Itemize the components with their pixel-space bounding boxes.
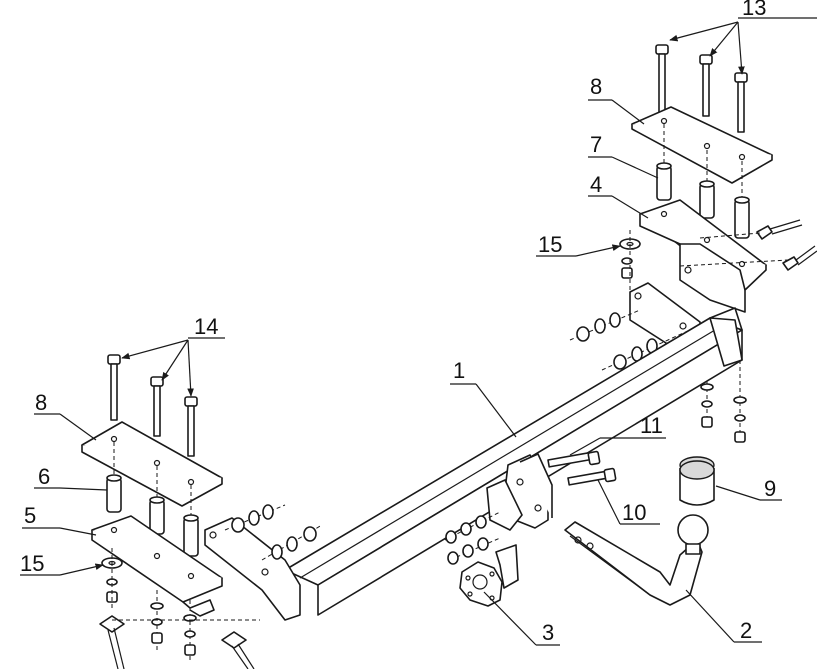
callout-14: 14 [194, 314, 218, 339]
callout-6: 6 [38, 464, 50, 489]
callout-2: 2 [740, 618, 752, 643]
callout-8-right: 8 [590, 74, 602, 99]
bolts-14-group [107, 354, 198, 457]
socket-plate-3 [459, 544, 519, 607]
side-bolts-right [679, 219, 817, 271]
bolts-13-group [655, 44, 748, 133]
callout-9: 9 [764, 476, 776, 501]
callout-1: 1 [453, 358, 465, 383]
bracket-4-right [639, 199, 767, 313]
callout-8-left: 8 [35, 390, 47, 415]
callout-3: 3 [542, 620, 554, 645]
side-bolts-left [99, 615, 260, 669]
bolt-13a [655, 44, 669, 117]
nuts-washers-right-row1 [569, 309, 641, 342]
nuts-washers-right-row2 [601, 329, 691, 371]
callout-10: 10 [622, 500, 646, 525]
ball-cover-9 [679, 456, 715, 506]
spacer-7-group [656, 162, 750, 239]
center-hitch-bracket [486, 453, 553, 531]
callout-11: 11 [640, 413, 663, 438]
callout-5: 5 [24, 503, 36, 528]
callout-15-right: 15 [538, 232, 562, 257]
towball-arm-2 [564, 514, 709, 606]
bolt-14c [184, 396, 198, 457]
callout-13: 13 [742, 0, 766, 20]
bolt-14b [150, 376, 164, 437]
washer-15-left [101, 548, 123, 610]
bolt-11 [547, 450, 601, 468]
callout-4: 4 [590, 172, 602, 197]
side-plate-left [204, 517, 301, 621]
bracket-5-left [91, 515, 223, 617]
nuts-washers-center-left [444, 511, 501, 565]
spacer-6-group [106, 474, 199, 557]
nuts-left-bottom [150, 590, 197, 660]
nuts-washers-left-row1 [224, 504, 286, 533]
washer-15-right [619, 230, 641, 290]
bolt-10 [567, 467, 617, 486]
callout-15-left: 15 [20, 551, 44, 576]
bolt-13c [734, 72, 748, 133]
nuts-right-bottom [700, 360, 747, 443]
callout-7: 7 [590, 132, 602, 157]
bolt-13b [699, 54, 713, 117]
bolt-14a [107, 354, 121, 421]
nuts-washers-left-row2 [261, 524, 323, 561]
